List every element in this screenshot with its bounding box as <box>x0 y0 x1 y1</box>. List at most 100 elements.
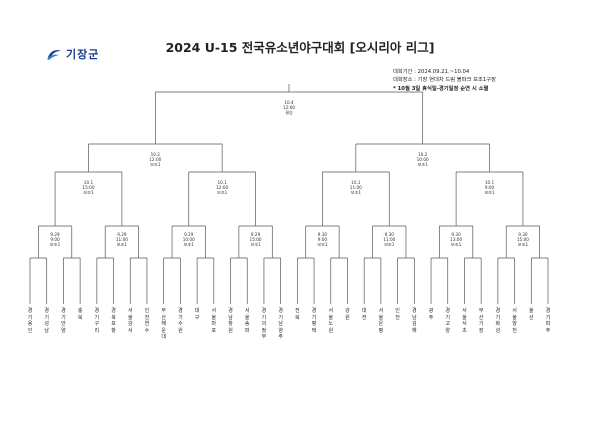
match-field: 보조1 <box>183 242 194 247</box>
match-field: 보조1 <box>384 242 395 247</box>
team-name: 서울 은평 <box>378 308 384 334</box>
tournament-info: 대회기간 : 2024.09.21.~10.04 대회장소 : 기장 현대차 드… <box>393 68 496 93</box>
team-name: 인천 <box>395 308 400 321</box>
team-name: 서울 강서 <box>127 308 133 334</box>
match-date: 10.1 <box>351 180 361 185</box>
match-time: 12:00 <box>216 185 229 190</box>
team-name: 경기 고양 <box>445 308 451 334</box>
match-date: 9.30 <box>317 232 328 237</box>
match-field: 보조1 <box>450 242 462 247</box>
team-name: 서울 마포 <box>211 308 217 334</box>
match-field: 보조1 <box>517 242 529 247</box>
team-name: 부산 기장 <box>478 308 484 334</box>
match-date: 10.2 <box>150 152 160 157</box>
team-name: 부산 해운대 <box>161 308 166 340</box>
match-time: 15:00 <box>516 237 529 242</box>
match-time: 9:00 <box>50 237 60 242</box>
match-field: 보조1 <box>417 162 428 167</box>
team-name: 경기 안양 <box>61 308 66 334</box>
match-field: 보조1 <box>83 190 94 195</box>
note-text: * 10월 3일 휴식일-경기일정 순연 시 소멸 <box>393 85 489 92</box>
match-date: 9.29 <box>50 232 60 237</box>
page-title: 2024 U-15 전국유소년야구대회 [오시리아 리그] <box>165 40 435 55</box>
match-date: 10.1 <box>217 180 227 185</box>
team-name: 인천 연수 <box>144 308 150 334</box>
match-field: 보조1 <box>49 242 61 247</box>
team-name: 경기 평택 <box>311 308 317 334</box>
team-name: 전북 <box>295 308 300 321</box>
match-time: 12:00 <box>282 105 296 110</box>
match-field: 보조1 <box>216 190 228 195</box>
team-name: 경남 창원 <box>228 308 233 334</box>
team-name: 경기 의정부 <box>261 308 267 340</box>
team-name: 경북 포항 <box>111 308 116 334</box>
match-time: 15:00 <box>82 185 95 190</box>
match-field: 보조1 <box>350 190 362 195</box>
match-date: 9.30 <box>518 232 528 237</box>
match-field: 보조1 <box>250 242 261 247</box>
match-time: 15:00 <box>249 237 262 242</box>
match-date: 10.2 <box>418 152 428 157</box>
match-field: 보조1 <box>317 242 328 247</box>
period-text: 대회기간 : 2024.09.21.~10.04 <box>393 69 470 75</box>
match-time: 12:00 <box>149 157 162 162</box>
team-name: 경기 성남 <box>44 308 49 334</box>
team-name: 광주 <box>428 308 434 321</box>
match-time: 10:00 <box>416 157 429 162</box>
logo-text: 기장군 <box>66 48 100 61</box>
team-name: 서울 송파 <box>244 308 250 334</box>
match-field: 결승 <box>285 110 293 115</box>
team-name: 강원 <box>345 308 350 321</box>
team-name: 경기 수원 <box>178 308 183 334</box>
match-field: 보조1 <box>116 242 128 247</box>
match-date: 9.29 <box>117 232 127 237</box>
match-date: 9.30 <box>451 232 461 237</box>
match-time: 13:00 <box>450 237 463 242</box>
match-time: 9:00 <box>317 237 328 242</box>
team-name: 서울 양천 <box>512 308 517 334</box>
match-time: 9:00 <box>484 185 495 190</box>
swoosh-icon <box>47 50 61 60</box>
venue-text: 대회장소 : 기장 현대차 드림 볼파크 보조1구장 <box>393 77 496 84</box>
match-date: 9.29 <box>184 232 194 237</box>
team-name: 대구 <box>194 308 200 321</box>
team-name: 울산 <box>528 308 534 321</box>
team-name: 경기 화성 <box>495 308 501 334</box>
match-time: 11:00 <box>383 237 396 242</box>
team-name: 충북 <box>77 308 83 321</box>
team-name: 경기 용인 <box>27 308 33 334</box>
team-name: 경기 남양주 <box>278 308 283 340</box>
team-name: 서울 서초 <box>462 308 467 334</box>
team-name: 경남 김해 <box>412 308 417 334</box>
match-field: 보조1 <box>150 162 161 167</box>
match-date: 9.29 <box>250 232 261 237</box>
team-name: 경기 구리 <box>94 308 100 334</box>
team-name: 경기 파주 <box>545 308 551 334</box>
match-time: 11:00 <box>115 237 128 242</box>
match-time: 10:00 <box>182 237 195 242</box>
match-time: 11:00 <box>349 185 362 190</box>
team-name: 대전 <box>361 308 367 321</box>
match-date: 10.4 <box>284 100 294 105</box>
match-date: 9.30 <box>384 232 394 237</box>
match-date: 10.1 <box>484 180 495 185</box>
match-field: 보조1 <box>484 190 495 195</box>
logo: 기장군 <box>46 46 99 62</box>
match-date: 10.1 <box>83 180 94 185</box>
